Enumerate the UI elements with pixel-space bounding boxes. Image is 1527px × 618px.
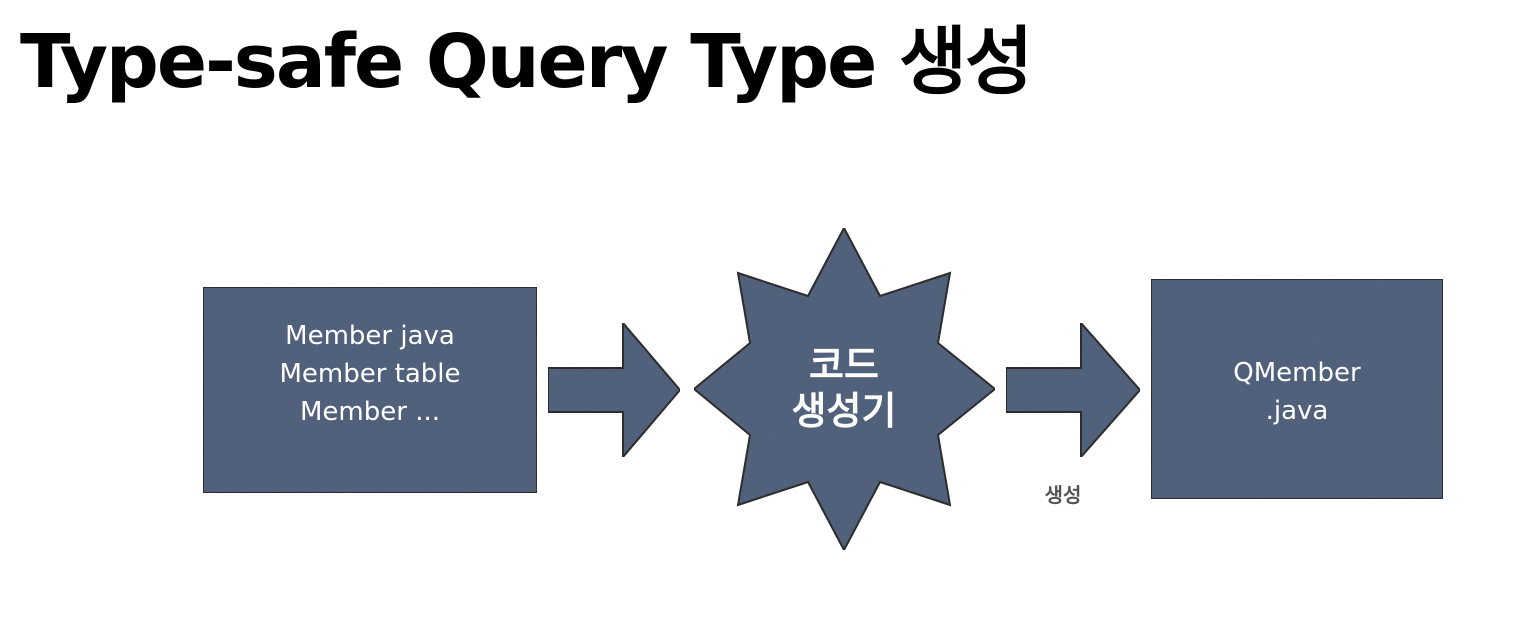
target-box-shape	[1150, 278, 1444, 500]
target-box: QMember .java	[1150, 278, 1444, 500]
arrow-caption: 생성	[1045, 483, 1082, 507]
generator-label-line-1: 코드	[809, 343, 879, 387]
code-generator: 코드 생성기	[692, 225, 997, 553]
source-box-line-3: Member ...	[300, 397, 440, 427]
right-arrow-icon	[1005, 320, 1142, 460]
page-title: Type-safe Query Type 생성	[20, 19, 1033, 105]
source-box: Member java Member table Member ...	[202, 286, 538, 494]
source-box-shape	[202, 286, 538, 494]
source-box-line-2: Member table	[279, 359, 460, 389]
target-box-line-2: .java	[1266, 396, 1329, 426]
target-box-line-1: QMember	[1233, 358, 1361, 388]
star-burst-icon	[692, 225, 997, 553]
source-box-line-1: Member java	[285, 321, 455, 351]
generator-label-line-2: 생성기	[792, 389, 897, 433]
right-arrow-icon	[547, 320, 682, 460]
